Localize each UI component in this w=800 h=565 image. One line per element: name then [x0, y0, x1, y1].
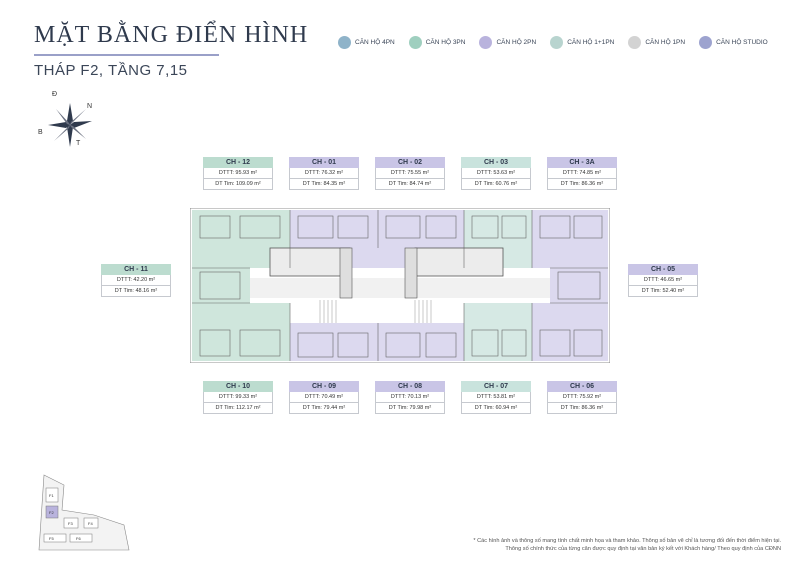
unit-card-ch12[interactable]: CH - 12 DTTT: 95.93 m² DT Tim: 109.09 m²: [203, 157, 273, 190]
unit-ch08-area: [378, 323, 464, 361]
unit-dttim: DT Tim: 48.16 m²: [101, 286, 171, 297]
legend-item-3pn: CĂN HỘ 3PN: [408, 36, 466, 49]
minimap-label: F1: [49, 493, 54, 498]
unit-dttt: DTTT: 53.81 m²: [461, 392, 531, 403]
compass-rose: Đ N B T: [38, 91, 100, 150]
unit-name: CH - 3A: [547, 157, 617, 168]
unit-dttim: DT Tim: 79.44 m²: [289, 403, 359, 414]
legend-swatch: [408, 36, 422, 49]
unit-ch10-area: [192, 303, 290, 361]
footnote-line-1: * Các hình ảnh và thông số mang tính chấ…: [473, 538, 781, 544]
unit-dttt: DTTT: 75.55 m²: [375, 168, 445, 179]
unit-card-ch03[interactable]: CH - 03 DTTT: 53.63 m² DT Tim: 60.76 m²: [461, 157, 531, 190]
legend-item-studio: CĂN HỘ STUDIO: [699, 36, 768, 49]
legend-label: CĂN HỘ 1+1PN: [567, 39, 615, 46]
unit-dttt: DTTT: 95.93 m²: [203, 168, 273, 179]
unit-card-ch06[interactable]: CH - 06 DTTT: 75.92 m² DT Tim: 86.36 m²: [547, 381, 617, 414]
compass-d: Đ: [52, 91, 58, 98]
unit-name: CH - 11: [101, 264, 171, 275]
unit-dttim: DT Tim: 109.09 m²: [203, 179, 273, 190]
unit-name: CH - 08: [375, 381, 445, 392]
site-minimap: F1 F2 F3 F4 F5 F6: [38, 474, 130, 551]
unit-dttim: DT Tim: 84.74 m²: [375, 179, 445, 190]
unit-dttt: DTTT: 42.20 m²: [101, 275, 171, 286]
legend-swatch: [628, 36, 642, 49]
unit-dttt: DTTT: 70.49 m²: [289, 392, 359, 403]
unit-dttt: DTTT: 46.65 m²: [628, 275, 698, 286]
legend-swatch: [479, 36, 493, 49]
unit-ch09-area: [290, 323, 378, 361]
legend: CĂN HỘ 4PN CĂN HỘ 3PN CĂN HỘ 2PN CĂN HỘ …: [338, 36, 782, 49]
minimap-label: F2: [49, 510, 54, 515]
unit-ch05-area: [550, 268, 608, 303]
unit-card-ch05[interactable]: CH - 05 DTTT: 46.65 m² DT Tim: 52.40 m²: [628, 264, 698, 297]
unit-dttt: DTTT: 70.13 m²: [375, 392, 445, 403]
unit-name: CH - 12: [203, 157, 273, 168]
unit-dttim: DT Tim: 86.36 m²: [547, 403, 617, 414]
unit-card-ch01[interactable]: CH - 01 DTTT: 76.32 m² DT Tim: 84.35 m²: [289, 157, 359, 190]
unit-ch11-area: [192, 268, 250, 303]
unit-card-ch08[interactable]: CH - 08 DTTT: 70.13 m² DT Tim: 79.98 m²: [375, 381, 445, 414]
core-right: [414, 247, 504, 277]
legend-item-4pn: CĂN HỘ 4PN: [338, 36, 395, 49]
unit-dttt: DTTT: 76.32 m²: [289, 168, 359, 179]
unit-dttim: DT Tim: 84.35 m²: [289, 179, 359, 190]
unit-dttim: DT Tim: 60.76 m²: [461, 179, 531, 190]
unit-name: CH - 10: [203, 381, 273, 392]
legend-item-1plus1pn: CĂN HỘ 1+1PN: [550, 36, 614, 49]
legend-label: CĂN HỘ 1PN: [645, 39, 686, 46]
unit-dttt: DTTT: 74.85 m²: [547, 168, 617, 179]
unit-name: CH - 09: [289, 381, 359, 392]
footnote: * Các hình ảnh và thông số mang tính chấ…: [436, 537, 781, 553]
unit-card-ch07[interactable]: CH - 07 DTTT: 53.81 m² DT Tim: 60.94 m²: [461, 381, 531, 414]
minimap-label: F3: [68, 521, 73, 526]
unit-card-ch10[interactable]: CH - 10 DTTT: 99.33 m² DT Tim: 112.17 m²: [203, 381, 273, 414]
minimap-label: F4: [88, 521, 93, 526]
legend-label: CĂN HỘ 4PN: [355, 39, 395, 46]
unit-name: CH - 03: [461, 157, 531, 168]
unit-dttt: DTTT: 75.92 m²: [547, 392, 617, 403]
minimap-highlight-f2: [45, 505, 59, 519]
legend-swatch: [699, 36, 713, 49]
compass-star-icon: [48, 103, 92, 147]
unit-dttim: DT Tim: 52.40 m²: [628, 286, 698, 297]
legend-swatch: [338, 36, 351, 49]
unit-name: CH - 07: [461, 381, 531, 392]
unit-card-ch02[interactable]: CH - 02 DTTT: 75.55 m² DT Tim: 84.74 m²: [375, 157, 445, 190]
legend-label: CĂN HỘ STUDIO: [716, 39, 768, 46]
unit-name: CH - 05: [628, 264, 698, 275]
page-subtitle: THÁP F2, TẦNG 7,15: [34, 62, 188, 79]
unit-card-ch11[interactable]: CH - 11 DTTT: 42.20 m² DT Tim: 48.16 m²: [101, 264, 171, 297]
floor-plan: [190, 208, 610, 363]
unit-dttim: DT Tim: 112.17 m²: [203, 403, 273, 414]
unit-dttim: DT Tim: 60.94 m²: [461, 403, 531, 414]
legend-label: CĂN HỘ 3PN: [425, 39, 466, 46]
legend-item-1pn: CĂN HỘ 1PN: [628, 36, 685, 49]
unit-dttt: DTTT: 53.63 m²: [461, 168, 531, 179]
unit-dttt: DTTT: 99.33 m²: [203, 392, 273, 403]
minimap-label: F5: [49, 536, 54, 541]
title-underline: [34, 54, 219, 56]
legend-swatch: [550, 36, 564, 49]
unit-name: CH - 06: [547, 381, 617, 392]
footnote-line-2: Thông số chính thức của từng căn được qu…: [505, 546, 781, 552]
legend-label: CĂN HỘ 2PN: [496, 39, 537, 46]
legend-item-2pn: CĂN HỘ 2PN: [479, 36, 536, 49]
corridor: [250, 278, 550, 298]
page-title: MẶT BẰNG ĐIỂN HÌNH: [34, 22, 309, 48]
unit-card-ch3a[interactable]: CH - 3A DTTT: 74.85 m² DT Tim: 86.36 m²: [547, 157, 617, 190]
compass-b: B: [38, 129, 43, 136]
unit-name: CH - 01: [289, 157, 359, 168]
core-left: [269, 247, 351, 277]
compass-t: T: [76, 140, 81, 147]
unit-name: CH - 02: [375, 157, 445, 168]
unit-dttim: DT Tim: 86.36 m²: [547, 179, 617, 190]
compass-n: N: [87, 103, 93, 110]
unit-card-ch09[interactable]: CH - 09 DTTT: 70.49 m² DT Tim: 79.44 m²: [289, 381, 359, 414]
minimap-label: F6: [76, 536, 81, 541]
unit-dttim: DT Tim: 79.98 m²: [375, 403, 445, 414]
